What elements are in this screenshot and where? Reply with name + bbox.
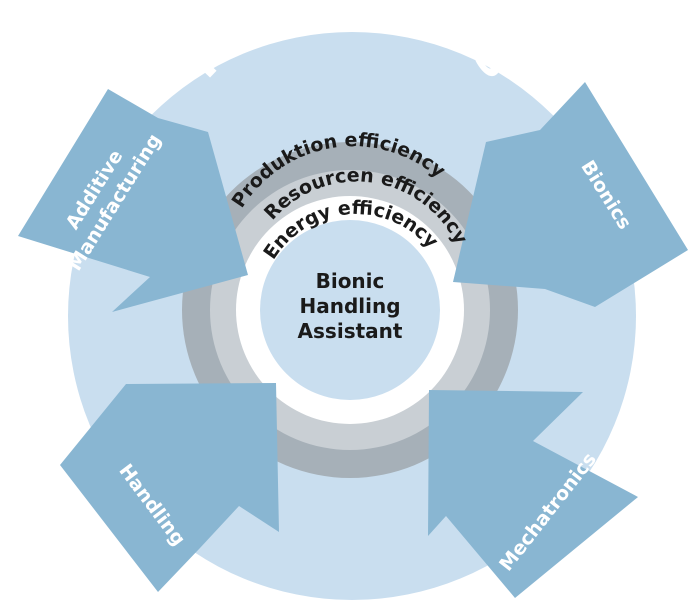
arrow-bottom-right <box>428 390 638 598</box>
center-label-line2: Handling <box>299 294 400 318</box>
arrow-top-right <box>453 82 688 307</box>
arrow-top-left <box>18 89 248 312</box>
center-label-line1: Bionic <box>316 269 385 293</box>
arrow-bottom-left <box>60 383 279 592</box>
center-label-line3: Assistant <box>298 319 403 343</box>
center-circle <box>260 220 440 400</box>
